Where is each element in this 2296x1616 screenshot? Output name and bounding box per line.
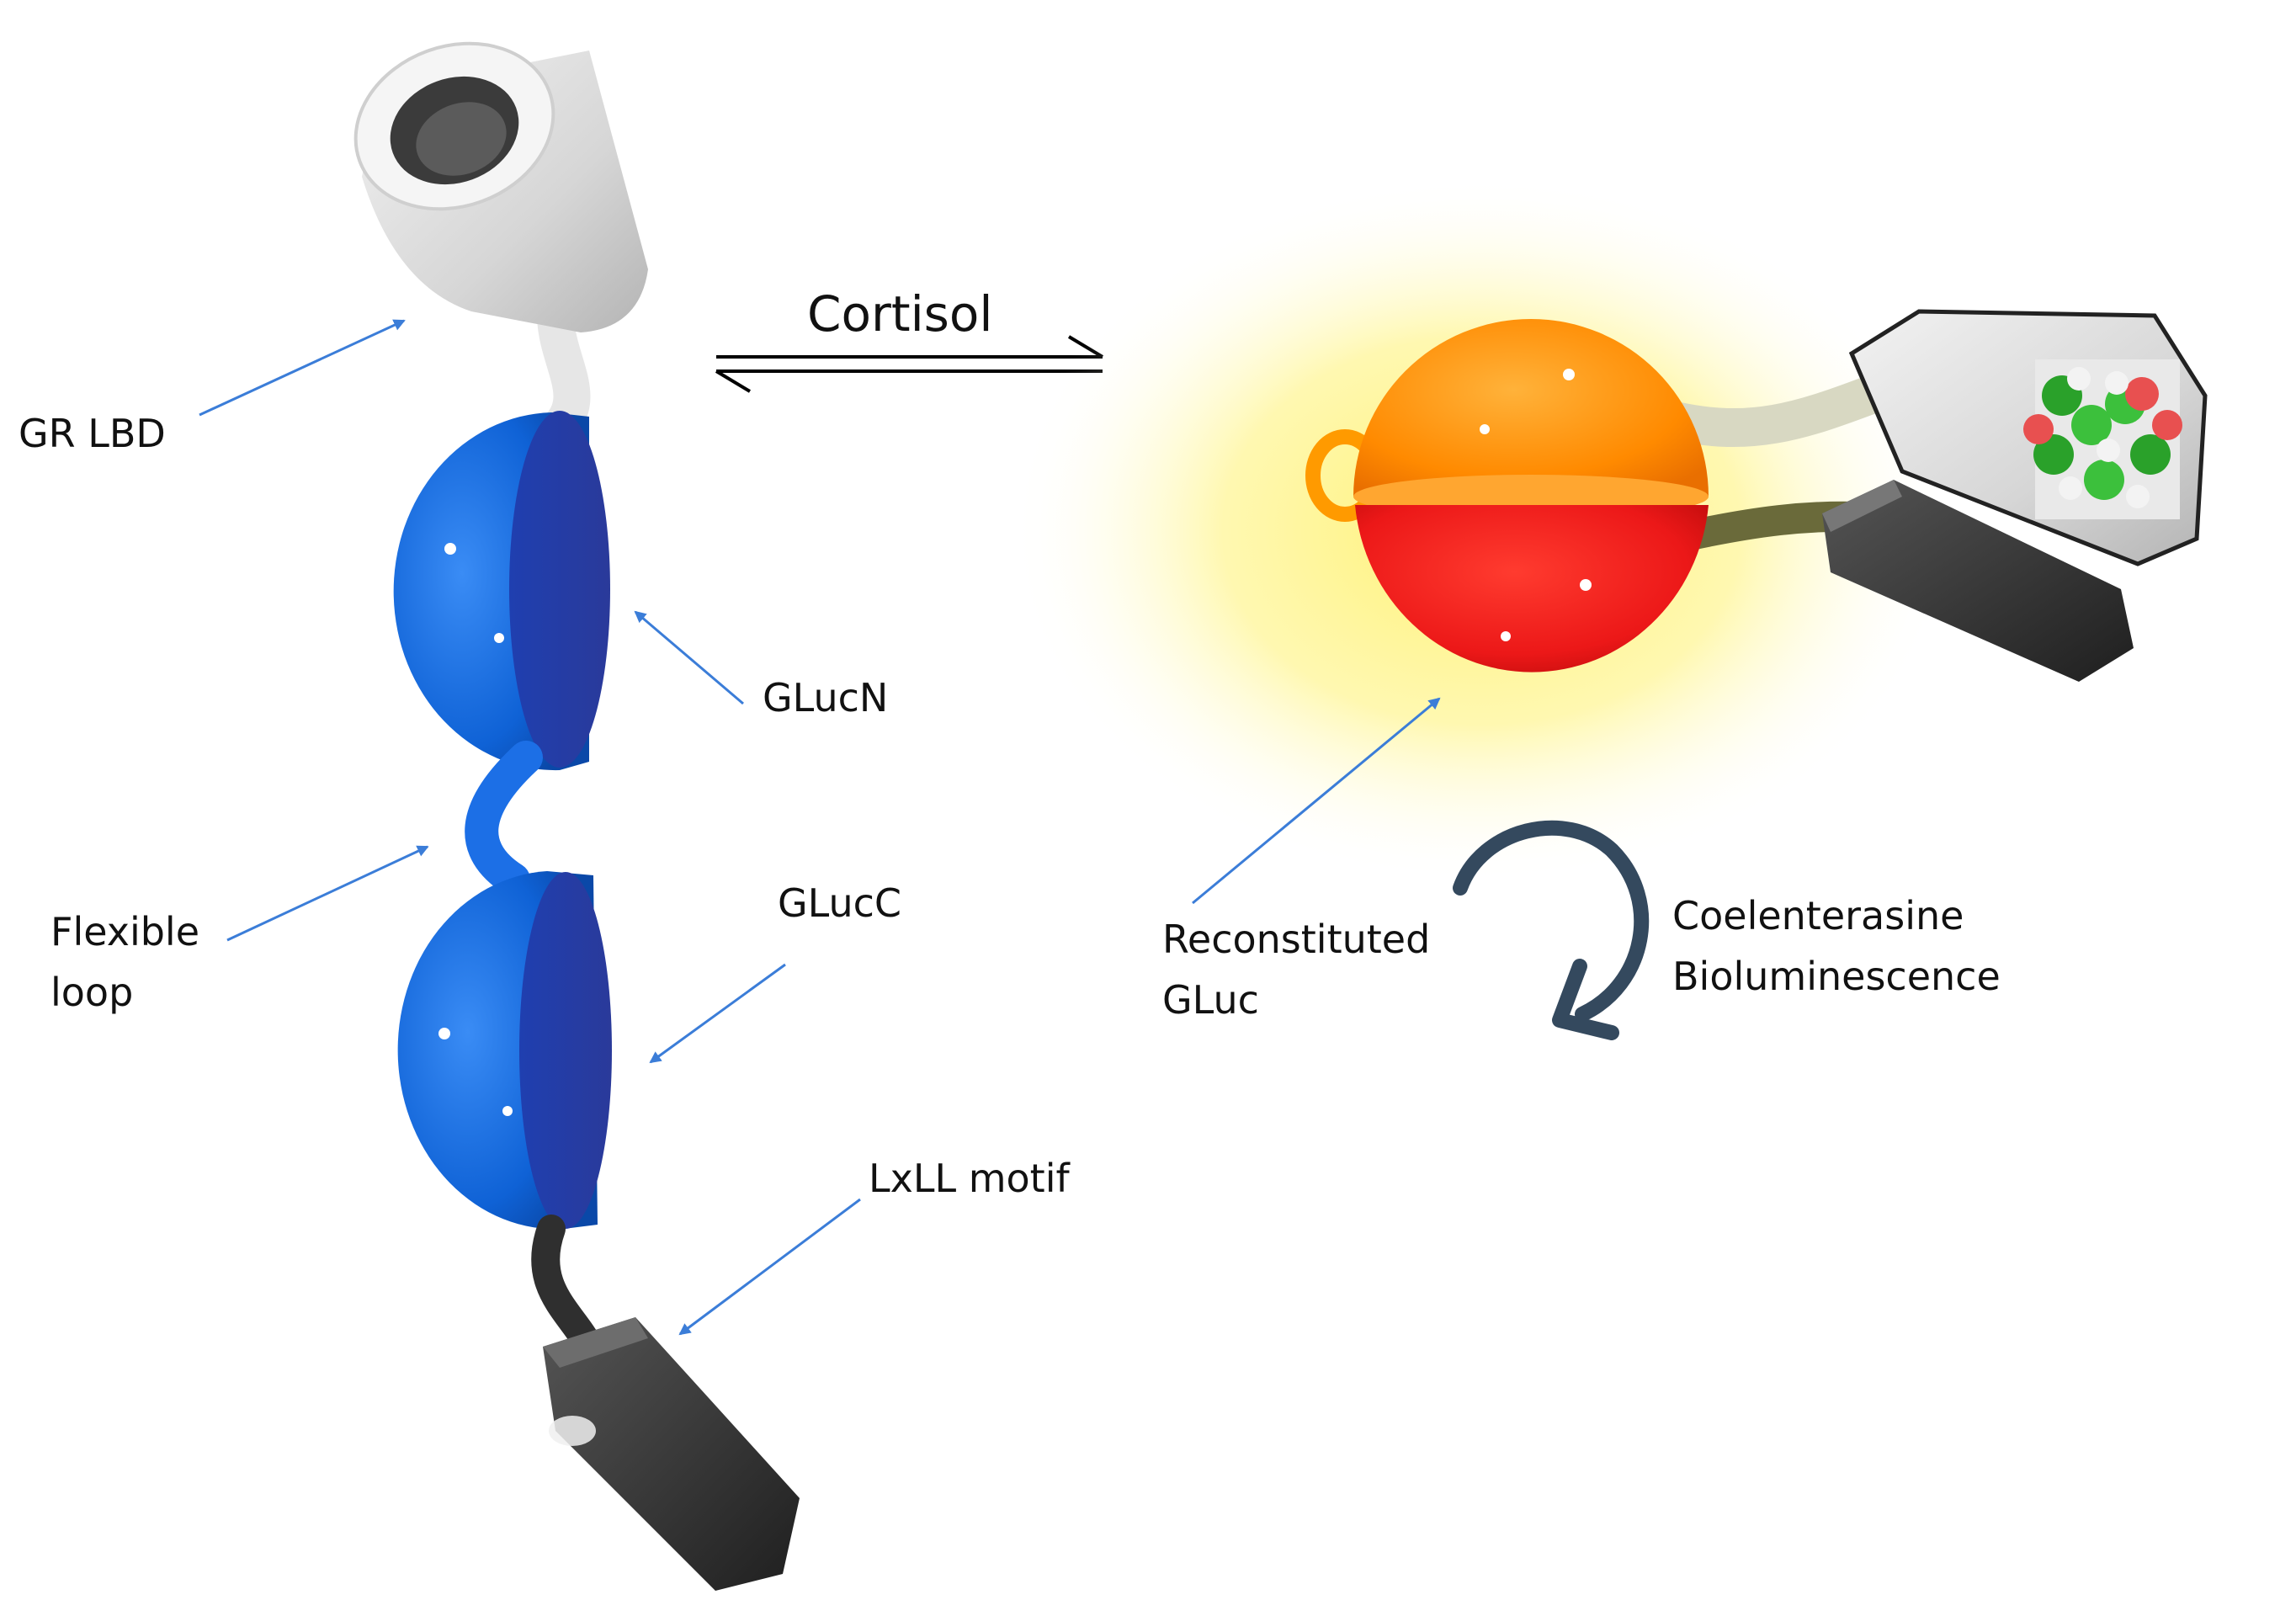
- arrow-gr-lbd: [199, 319, 406, 417]
- lxll-motif-block: [543, 1317, 800, 1591]
- cortisol-molecule: [2023, 367, 2182, 508]
- label-reconstituted-line2: GLuc: [1162, 977, 1259, 1023]
- arrow-lxll: [678, 1198, 861, 1336]
- label-flexible-loop-line1: Flexible: [50, 909, 200, 954]
- equilibrium-arrows: [715, 335, 1104, 393]
- arrow-glucc: [649, 963, 786, 1064]
- label-lxll-motif: LxLL motif: [869, 1156, 1070, 1201]
- label-coelenterasine-bioluminescence: Coelenterasine Bioluminescence: [1672, 885, 2001, 1007]
- label-coelenterasine-line1: Coelenterasine: [1672, 893, 1964, 938]
- reconstituted-sensor: [1010, 177, 2208, 884]
- arrow-reconstituted: [1192, 697, 1441, 905]
- label-glucn: GLucN: [763, 675, 889, 720]
- arrow-glucn: [634, 610, 744, 705]
- label-flexible-loop: Flexible loop: [50, 901, 199, 1023]
- gr-lbd-cylinder: [353, 41, 648, 332]
- lxll-linker: [531, 1215, 603, 1361]
- arrow-flexible-loop: [226, 845, 429, 942]
- glucc-half-sphere: [397, 871, 612, 1230]
- label-reconstituted-gluc: Reconstituted GLuc: [1162, 909, 1430, 1030]
- flexible-loop: [465, 741, 543, 896]
- bound-lxll-block: [1822, 480, 2134, 682]
- right-upper-linker: [1656, 376, 1888, 447]
- label-cortisol: Cortisol: [807, 285, 993, 343]
- reconstituted-glucc: [1355, 505, 1709, 672]
- label-coelenterasine-line2: Bioluminescence: [1672, 954, 2001, 999]
- label-flexible-loop-line2: loop: [50, 970, 134, 1015]
- label-reconstituted-line1: Reconstituted: [1162, 917, 1431, 962]
- label-gr-lbd: GR LBD: [19, 411, 166, 456]
- label-glucc: GLucC: [778, 880, 902, 926]
- left-pointer-arrows: [199, 319, 861, 1336]
- glucn-half-sphere: [393, 411, 610, 771]
- unbound-sensor: [353, 41, 800, 1591]
- curved-reaction-arrow: [1453, 820, 1650, 1040]
